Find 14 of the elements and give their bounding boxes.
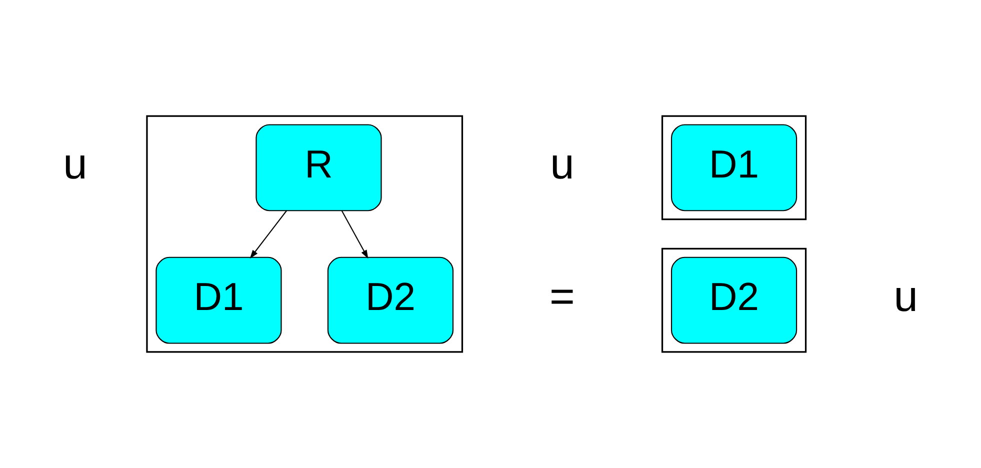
cluster bbox=[661, 115, 807, 220]
node-label: u bbox=[63, 140, 88, 189]
node-box: D2 bbox=[327, 256, 454, 344]
node-box: R bbox=[256, 124, 382, 212]
node-box: D1 bbox=[670, 124, 798, 212]
cluster bbox=[661, 248, 807, 353]
node-box: D2 bbox=[670, 256, 798, 344]
node-label: u bbox=[894, 273, 918, 322]
cluster bbox=[146, 115, 464, 353]
arrow bbox=[341, 210, 368, 259]
node-box: D1 bbox=[156, 256, 282, 344]
label: = bbox=[550, 273, 575, 322]
arrow bbox=[250, 210, 287, 259]
node-label: u bbox=[550, 140, 574, 189]
